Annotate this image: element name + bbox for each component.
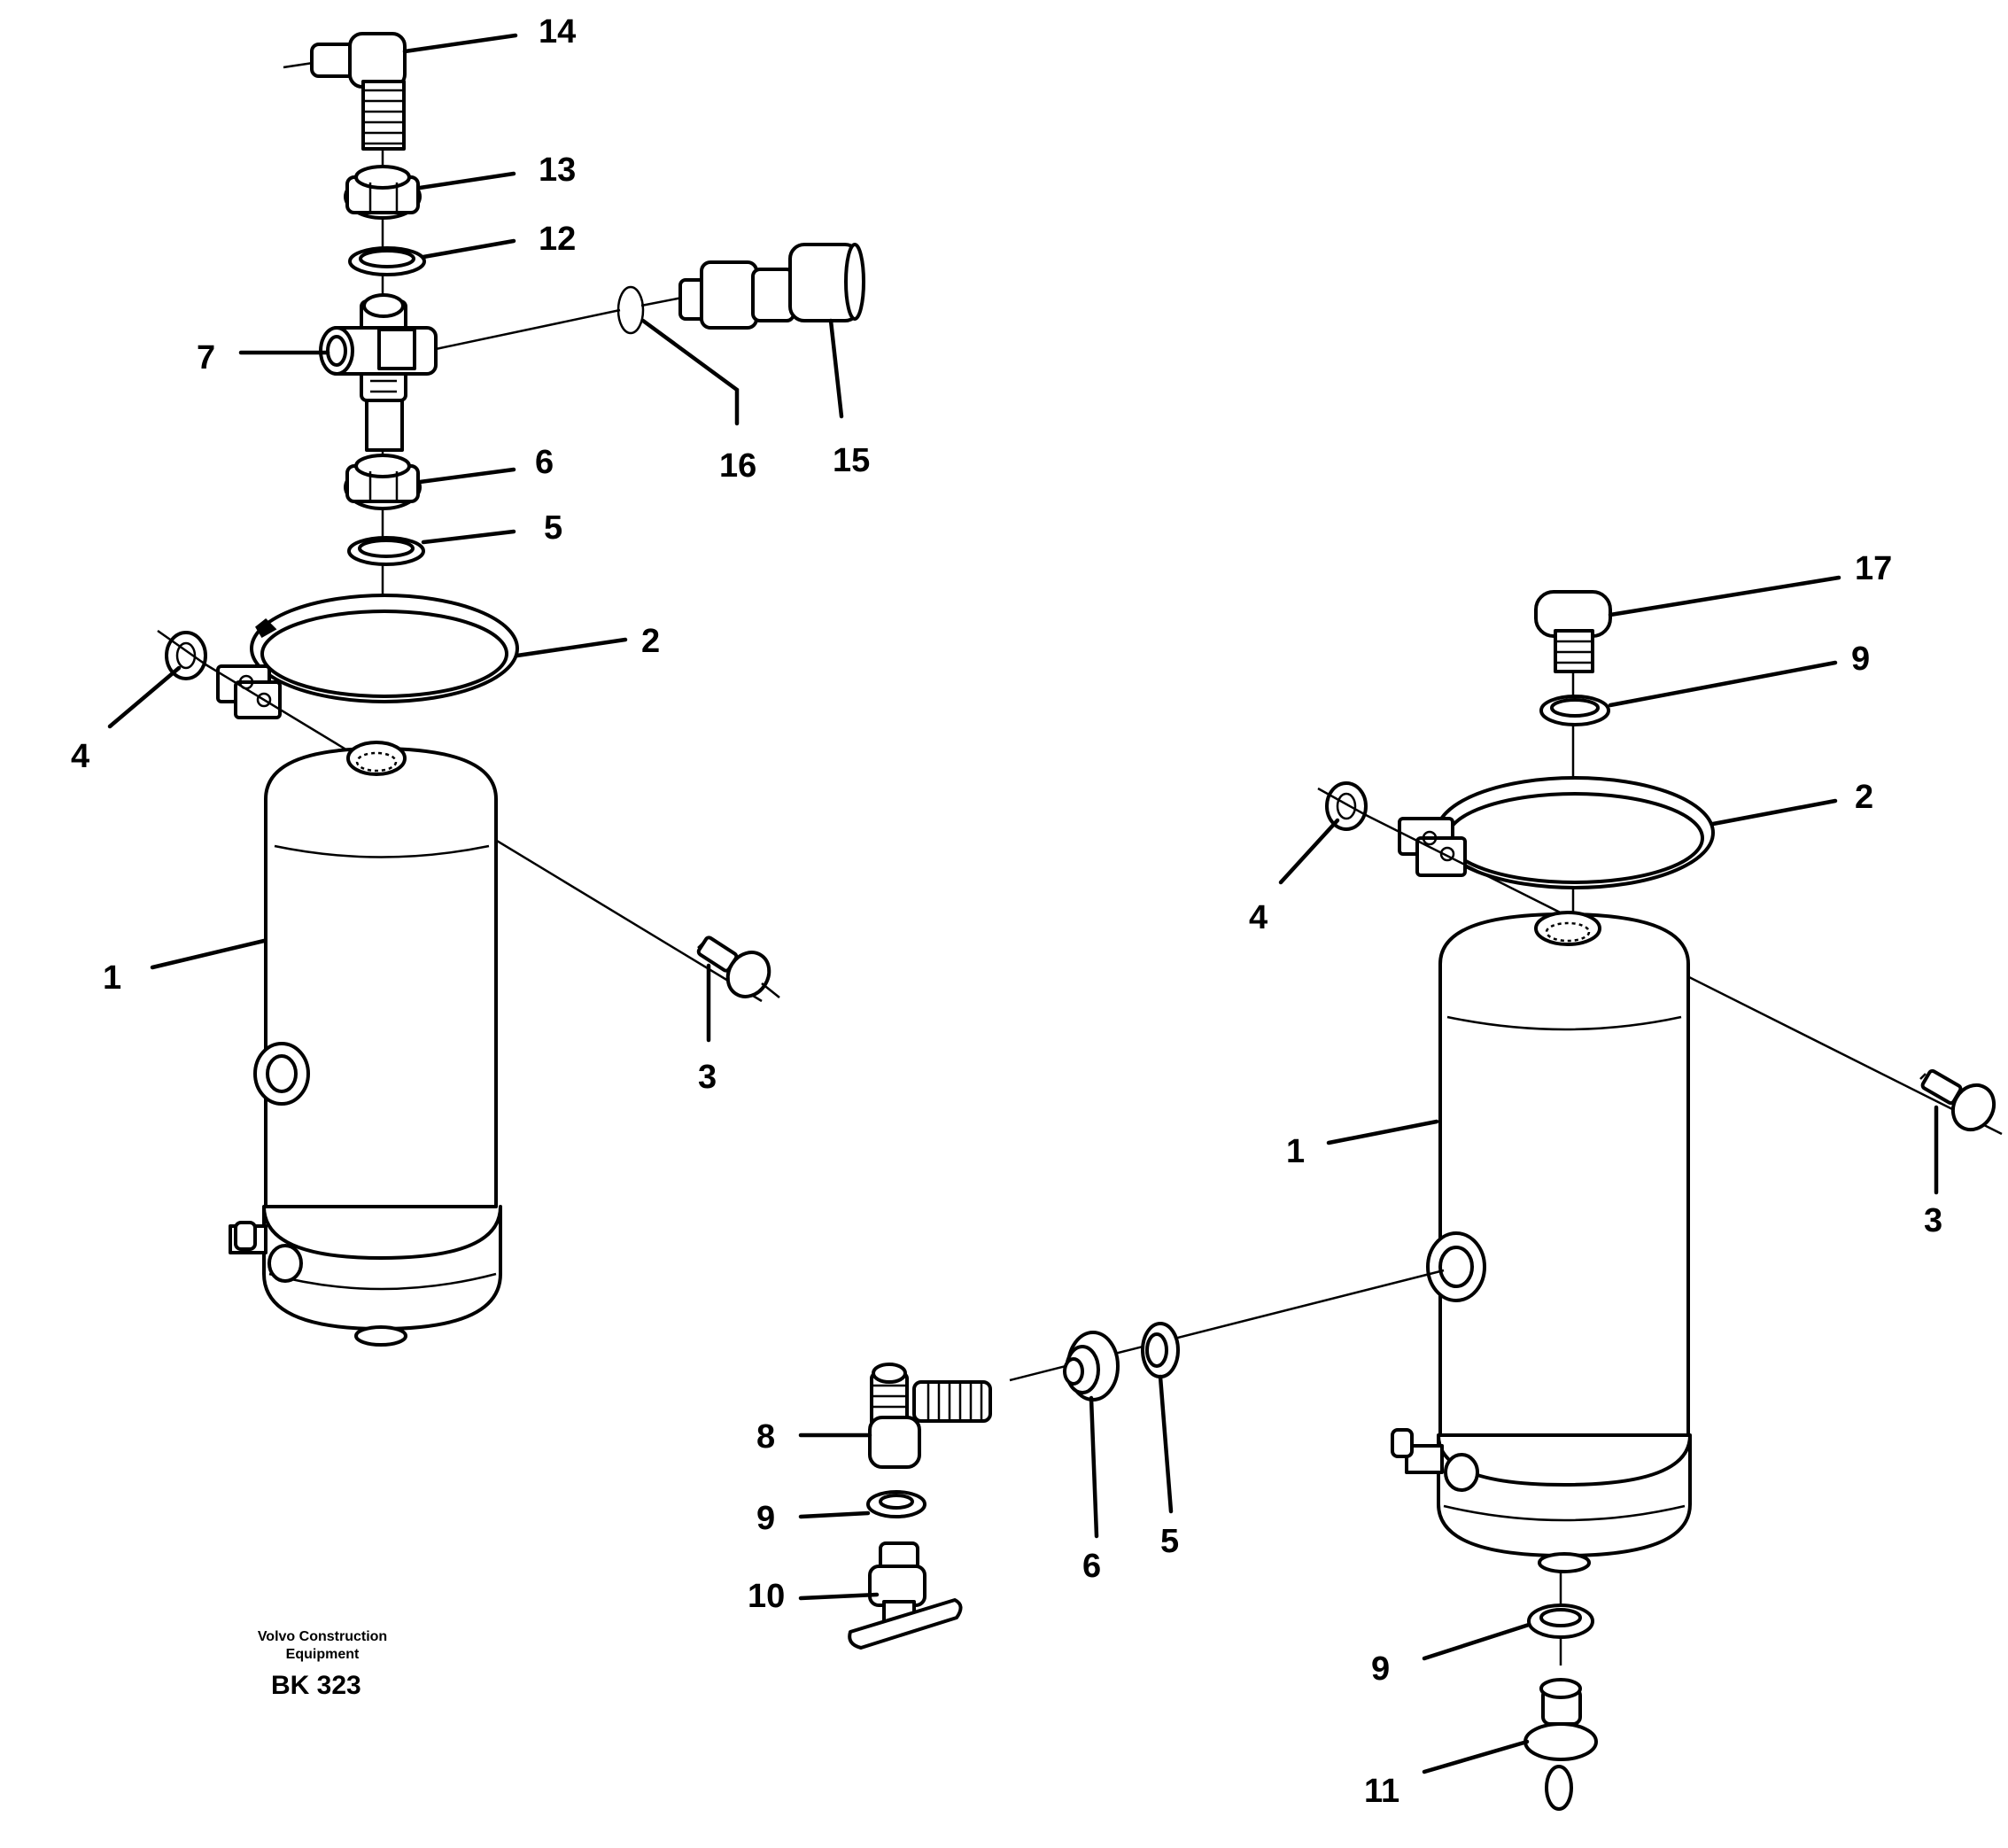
right-label-1: 1 bbox=[1286, 1133, 1305, 1170]
right-part-9-washer-bottom bbox=[1527, 1603, 1594, 1639]
left-part-13-nut bbox=[344, 165, 422, 220]
left-part-16-o-ring bbox=[435, 285, 645, 351]
left-part-14-elbow-fitting bbox=[283, 32, 407, 151]
right-part-1-tank bbox=[1391, 911, 1692, 1573]
right-label-9-top: 9 bbox=[1851, 641, 1870, 678]
left-part-1-tank bbox=[229, 741, 502, 1347]
right-label-4: 4 bbox=[1249, 899, 1268, 936]
right-assembly: 17 9 2 4 1 3 8 9 10 6 5 9 11 bbox=[748, 550, 2003, 1811]
left-part-3-bolt bbox=[696, 936, 780, 998]
right-label-8: 8 bbox=[756, 1418, 775, 1456]
left-leaders bbox=[107, 33, 844, 1043]
right-label-9-mid: 9 bbox=[756, 1500, 775, 1537]
right-part-5-washer bbox=[1141, 1322, 1180, 1378]
left-part-5-washer bbox=[347, 536, 425, 566]
right-part-11-drain-plug bbox=[1523, 1678, 1598, 1811]
left-label-14: 14 bbox=[539, 13, 576, 50]
credit-block: Volvo Construction Equipment BK 323 bbox=[258, 1629, 387, 1700]
left-label-7: 7 bbox=[197, 339, 215, 377]
left-label-12: 12 bbox=[539, 221, 576, 258]
right-label-6: 6 bbox=[1082, 1548, 1101, 1585]
left-part-7-tee-fitting bbox=[319, 293, 438, 452]
right-label-10: 10 bbox=[748, 1578, 785, 1615]
left-label-13: 13 bbox=[539, 151, 576, 189]
right-leaders bbox=[798, 575, 1939, 1774]
diagram-code: BK 323 bbox=[271, 1671, 361, 1700]
left-label-5: 5 bbox=[544, 509, 562, 547]
right-part-17-plug bbox=[1534, 590, 1612, 673]
right-label-3: 3 bbox=[1924, 1202, 1942, 1239]
left-label-16: 16 bbox=[719, 447, 756, 485]
left-part-12-washer bbox=[348, 246, 426, 276]
left-label-3: 3 bbox=[698, 1059, 717, 1096]
left-part-2-clamp-band bbox=[216, 594, 519, 719]
left-assembly: 14 13 12 7 16 15 6 5 2 4 1 3 Volvo Const… bbox=[71, 13, 870, 1700]
right-part-10-drain-valve bbox=[848, 1541, 963, 1650]
credit-line-1: Volvo Construction bbox=[258, 1629, 387, 1644]
right-label-5: 5 bbox=[1160, 1523, 1179, 1560]
left-label-4: 4 bbox=[71, 738, 89, 775]
left-part-6-nut bbox=[344, 454, 422, 510]
right-part-9-washer-top bbox=[1539, 695, 1610, 726]
right-label-17: 17 bbox=[1855, 550, 1892, 587]
left-label-6: 6 bbox=[535, 444, 554, 481]
credit-line-2: Equipment bbox=[286, 1647, 360, 1662]
right-label-11: 11 bbox=[1364, 1773, 1399, 1810]
right-label-9-bottom: 9 bbox=[1371, 1650, 1390, 1688]
right-part-9-washer-mid bbox=[866, 1490, 926, 1518]
left-label-2: 2 bbox=[641, 623, 660, 660]
left-labels: 14 13 12 7 16 15 6 5 2 4 1 3 bbox=[71, 13, 870, 1096]
right-label-2: 2 bbox=[1855, 779, 1873, 816]
right-part-2-clamp-band bbox=[1398, 776, 1715, 889]
left-part-15-sensor bbox=[640, 243, 865, 330]
right-labels: 17 9 2 4 1 3 8 9 10 6 5 9 11 bbox=[748, 550, 1942, 1810]
right-part-3-bolt bbox=[1919, 1068, 1996, 1132]
left-label-1: 1 bbox=[103, 959, 121, 997]
right-part-8-elbow bbox=[868, 1363, 992, 1469]
left-label-15: 15 bbox=[833, 442, 870, 479]
right-part-6-nut bbox=[1009, 1269, 1445, 1402]
